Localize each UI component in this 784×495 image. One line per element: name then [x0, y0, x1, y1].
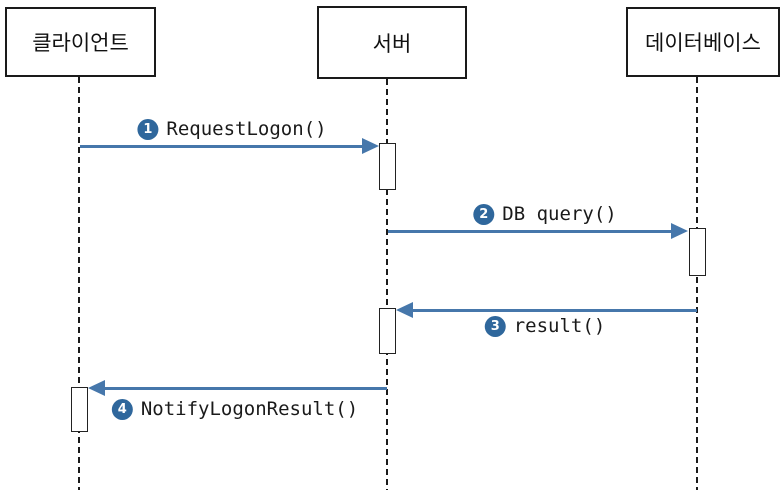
message-2-label: 2 DB query() — [473, 203, 617, 225]
actor-box-server: 서버 — [317, 6, 467, 79]
message-2-arrow-line — [388, 230, 672, 233]
actor-label-database: 데이터베이스 — [645, 31, 761, 55]
message-2-arrowhead-icon — [671, 223, 688, 239]
message-2-text: DB query() — [502, 203, 617, 225]
activation-bar-client — [71, 387, 88, 432]
actor-box-client: 클라이언트 — [5, 7, 156, 77]
message-4-label: 4 NotifyLogonResult() — [111, 398, 359, 420]
message-3-number-badge: 3 — [484, 315, 506, 337]
message-1-label: 1 RequestLogon() — [137, 118, 327, 140]
message-4-arrow-line — [105, 387, 387, 390]
message-4-text: NotifyLogonResult() — [140, 398, 359, 420]
message-1-text: RequestLogon() — [166, 118, 327, 140]
actor-label-server: 서버 — [372, 31, 412, 56]
activation-bar-server-2 — [379, 308, 396, 354]
lifeline-database — [696, 77, 698, 490]
message-3-arrow-line — [413, 309, 697, 312]
lifeline-client — [78, 77, 80, 490]
message-3-text: result() — [513, 315, 606, 337]
activation-bar-database — [689, 228, 706, 276]
actor-box-database: 데이터베이스 — [626, 7, 780, 77]
message-1-number-badge: 1 — [137, 118, 159, 140]
message-3-label: 3 result() — [484, 315, 606, 337]
lifeline-server — [386, 79, 388, 490]
message-3-arrowhead-icon — [396, 302, 413, 318]
activation-bar-server-1 — [379, 143, 396, 190]
message-1-arrowhead-icon — [362, 138, 379, 154]
message-2-number-badge: 2 — [473, 203, 495, 225]
message-1-arrow-line — [80, 145, 363, 148]
actor-label-client: 클라이언트 — [32, 31, 129, 55]
message-4-number-badge: 4 — [111, 398, 133, 420]
message-4-arrowhead-icon — [88, 380, 105, 396]
